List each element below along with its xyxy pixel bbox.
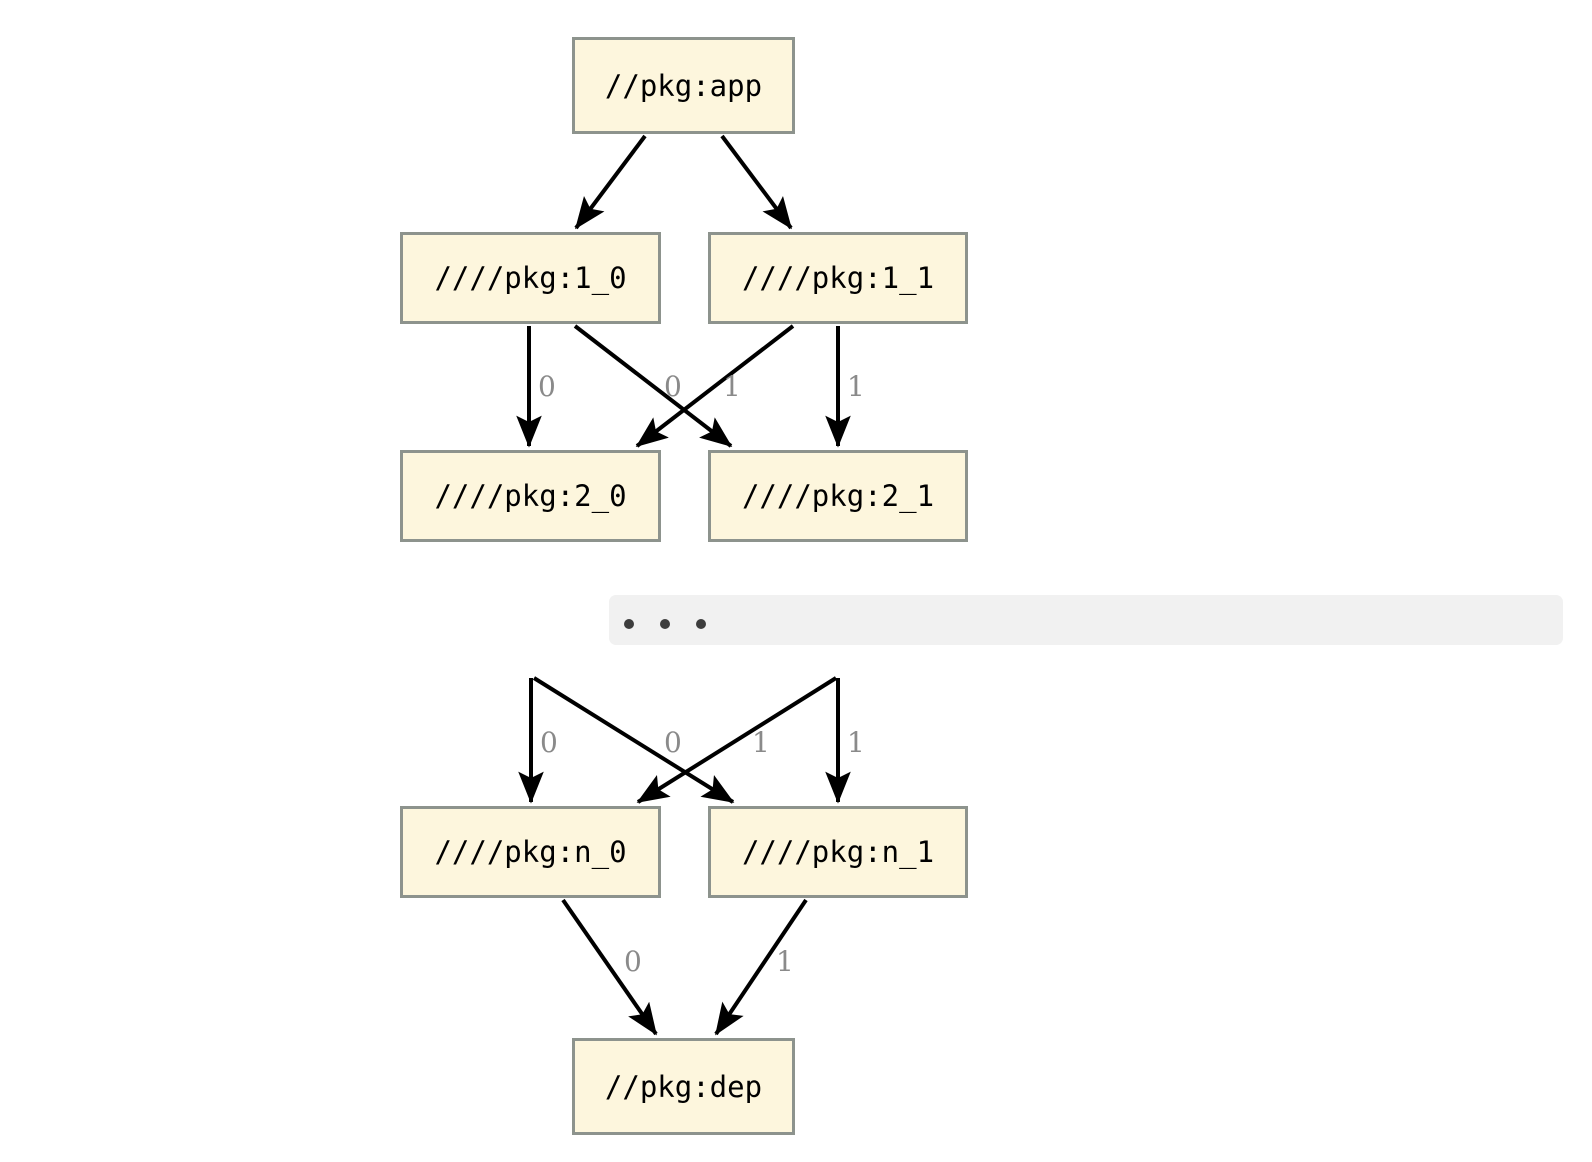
graph-node-l1_0[interactable]: ////pkg:1_0	[400, 232, 661, 324]
edge-label: 1	[723, 370, 741, 403]
graph-node-ln_1[interactable]: ////pkg:n_1	[708, 806, 968, 898]
edge-label: 1	[752, 726, 770, 759]
graph-edge-l1_1-to-l2_0	[635, 324, 795, 448]
graph-node-ln_0[interactable]: ////pkg:n_0	[400, 806, 661, 898]
ellipsis-dot	[624, 619, 634, 629]
graph-node-l2_0[interactable]: ////pkg:2_0	[400, 450, 661, 542]
edge-label: 1	[776, 945, 794, 978]
graph-edge-...-to-ln_1	[532, 676, 735, 804]
graph-edge-app-to-l1_1	[720, 134, 793, 230]
graph-edge-app-to-l1_0	[574, 134, 647, 230]
graph-node-l1_1[interactable]: ////pkg:1_1	[708, 232, 968, 324]
edge-label: 0	[624, 945, 642, 978]
ellipsis-dots	[624, 619, 706, 629]
ellipsis-dot	[660, 619, 670, 629]
ellipsis-dot	[696, 619, 706, 629]
graph-node-l2_1[interactable]: ////pkg:2_1	[708, 450, 968, 542]
edge-label: 0	[538, 370, 556, 403]
graph-node-dep[interactable]: //pkg:dep	[572, 1038, 795, 1135]
edge-label: 0	[664, 726, 682, 759]
edge-label: 0	[664, 370, 682, 403]
graph-edge-ln_0-to-dep	[561, 898, 658, 1036]
edge-label: 1	[847, 370, 865, 403]
edge-label: 1	[847, 726, 865, 759]
graph-edge-l1_0-to-l2_1	[573, 324, 733, 448]
graph-node-app[interactable]: //pkg:app	[572, 37, 795, 134]
ellipsis-separator-band	[609, 595, 1563, 645]
edge-label: 0	[540, 726, 558, 759]
